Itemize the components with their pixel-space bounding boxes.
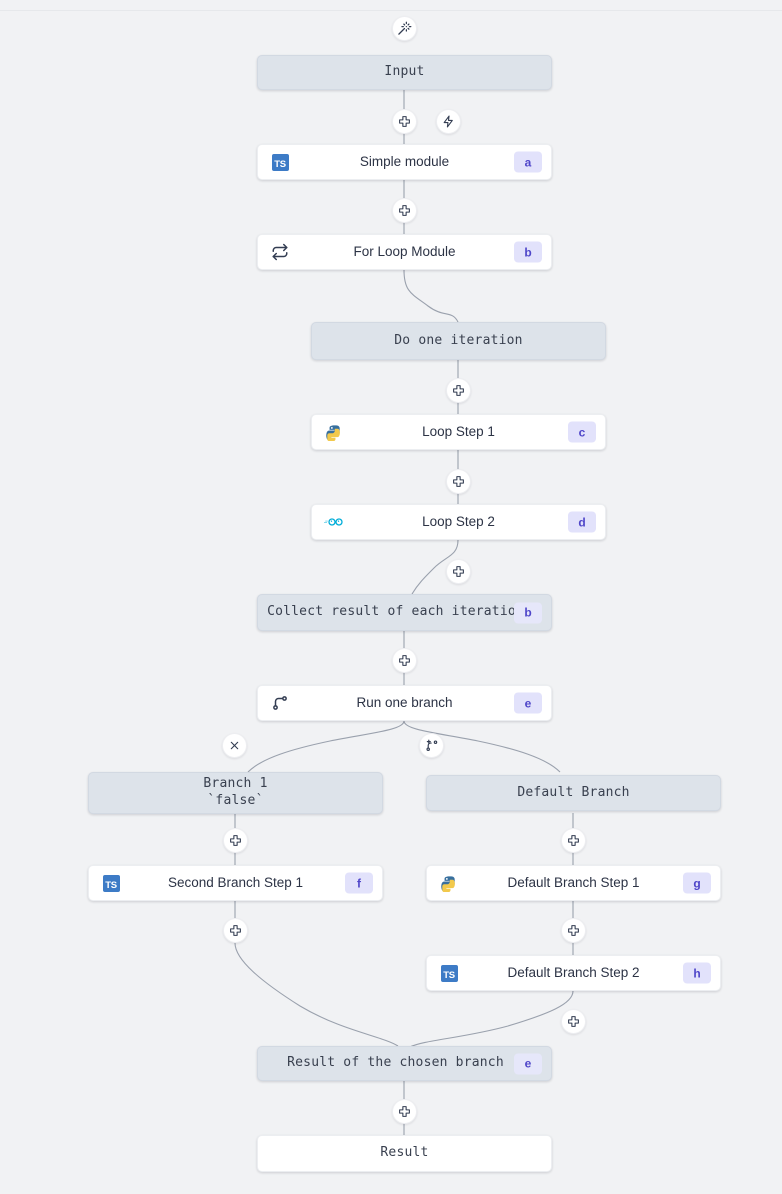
node-label: Run one branch (356, 695, 453, 711)
node-badge: b (514, 241, 542, 263)
node-label: Second Branch Step 1 (167, 875, 304, 891)
node-label: Input (384, 64, 425, 80)
plus-icon (568, 835, 579, 846)
node-badge: h (683, 962, 711, 984)
node-badge: e (514, 1053, 542, 1074)
loop-icon (270, 242, 290, 262)
magic-wand-button[interactable] (392, 16, 417, 41)
node-result[interactable]: Result (257, 1135, 552, 1172)
node-label: Do one iteration (394, 332, 523, 348)
add-after-branch-1-button[interactable] (223, 828, 248, 853)
add-after-collect-result-button[interactable] (392, 648, 417, 673)
add-after-do-one-iteration-button[interactable] (446, 378, 471, 403)
plus-icon (399, 655, 410, 666)
node-badge: g (683, 872, 711, 894)
python-icon (439, 873, 459, 893)
node-badge: f (345, 872, 373, 894)
python-icon (324, 422, 344, 442)
add-after-chosen-branch-result-button[interactable] (392, 1099, 417, 1124)
node-default-branch-step-2[interactable]: TS Default Branch Step 2 h (426, 955, 721, 991)
run-from-here-button[interactable] (436, 109, 461, 134)
add-after-default-branch-step-2-button[interactable] (561, 1009, 586, 1034)
top-divider (0, 0, 782, 11)
plus-icon (399, 1106, 410, 1117)
node-run-one-branch[interactable]: Run one branch e (257, 685, 552, 721)
lightning-icon (443, 115, 453, 128)
node-do-one-iteration[interactable]: Do one iteration (311, 322, 606, 360)
plus-icon (453, 476, 464, 487)
magic-wand-icon (398, 21, 412, 35)
node-badge: a (514, 151, 542, 173)
typescript-icon: TS (439, 963, 459, 983)
node-label: Simple module (359, 154, 450, 170)
delete-branch-1-button[interactable] (222, 733, 247, 758)
add-after-loop-step-2-button[interactable] (446, 559, 471, 584)
node-second-branch-step-1[interactable]: TS Second Branch Step 1 f (88, 865, 383, 901)
node-badge: d (568, 511, 596, 533)
node-label: Loop Step 1 (422, 424, 495, 440)
close-icon (230, 741, 239, 750)
add-after-second-branch-step-1-button[interactable] (223, 918, 248, 943)
node-default-branch[interactable]: Default Branch (426, 775, 721, 811)
node-label: Default Branch (517, 784, 630, 800)
node-label: Collect result of each iteration (267, 604, 524, 620)
plus-icon (568, 1016, 579, 1027)
plus-icon (230, 925, 241, 936)
node-badge: e (514, 692, 542, 714)
typescript-icon: TS (101, 873, 121, 893)
add-branch-button[interactable] (419, 733, 444, 758)
node-loop-step-2[interactable]: Loop Step 2 d (311, 504, 606, 540)
node-input[interactable]: Input (257, 55, 552, 90)
typescript-icon: TS (270, 152, 290, 172)
add-after-loop-step-1-button[interactable] (446, 469, 471, 494)
node-label: Branch 1 `false` (203, 776, 268, 808)
node-label: Result of the chosen branch (287, 1055, 504, 1071)
node-collect-result[interactable]: Collect result of each iteration b (257, 594, 552, 631)
node-label: Loop Step 2 (422, 514, 495, 530)
branch-plus-icon (425, 739, 437, 751)
plus-icon (453, 385, 464, 396)
node-chosen-branch-result[interactable]: Result of the chosen branch e (257, 1046, 552, 1081)
node-badge: c (568, 421, 596, 443)
node-label: Default Branch Step 2 (507, 965, 640, 981)
node-simple-module[interactable]: TS Simple module a (257, 144, 552, 180)
node-badge: b (514, 602, 542, 623)
add-after-default-branch-step-1-button[interactable] (561, 918, 586, 943)
node-label: Default Branch Step 1 (507, 875, 640, 891)
node-branch-1[interactable]: Branch 1 `false` (88, 772, 383, 814)
branch-icon (270, 693, 290, 713)
plus-icon (399, 205, 410, 216)
node-label: Result (380, 1145, 429, 1161)
node-label: For Loop Module (353, 244, 456, 260)
go-icon (324, 512, 344, 532)
add-after-input-button[interactable] (392, 109, 417, 134)
add-after-default-branch-button[interactable] (561, 828, 586, 853)
plus-icon (230, 835, 241, 846)
add-after-simple-module-button[interactable] (392, 198, 417, 223)
plus-icon (453, 566, 464, 577)
node-for-loop-module[interactable]: For Loop Module b (257, 234, 552, 270)
plus-icon (568, 925, 579, 936)
node-default-branch-step-1[interactable]: Default Branch Step 1 g (426, 865, 721, 901)
node-loop-step-1[interactable]: Loop Step 1 c (311, 414, 606, 450)
plus-icon (399, 116, 410, 127)
